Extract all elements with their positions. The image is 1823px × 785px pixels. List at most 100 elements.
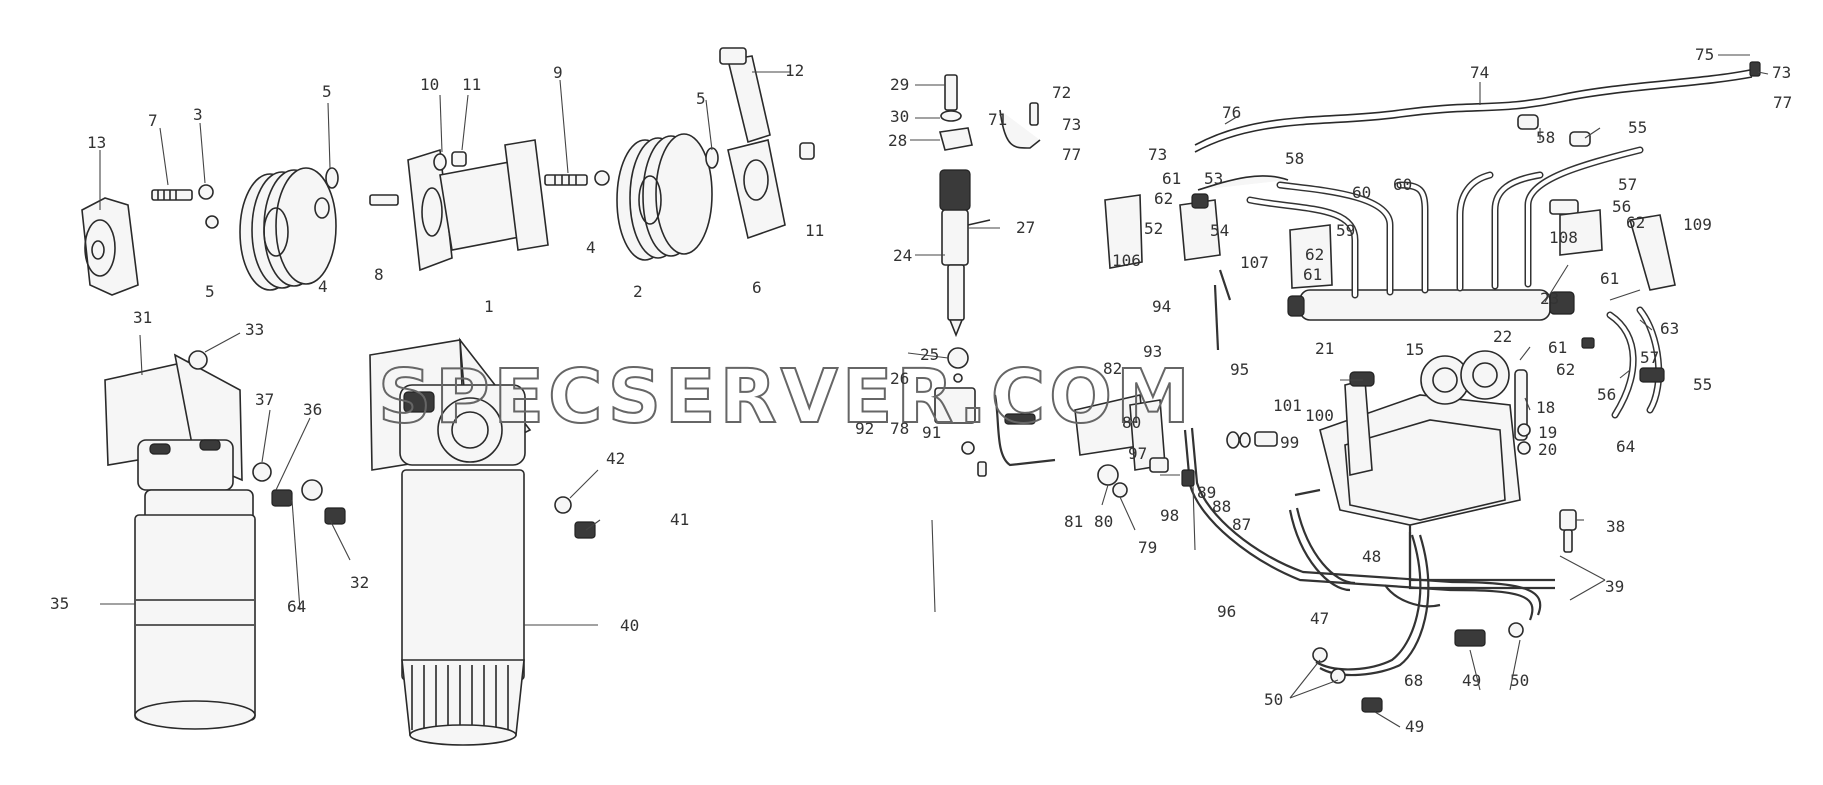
part-label: 36: [303, 400, 322, 419]
part-label: 39: [1605, 577, 1624, 596]
part-label: 61: [1600, 269, 1619, 288]
part-label: 18: [1536, 398, 1555, 417]
supply-pipes: [1074, 394, 1542, 713]
part-label: 94: [1152, 297, 1171, 316]
part-label: 4: [586, 238, 596, 257]
part-label: 62: [1154, 189, 1173, 208]
part-label: 95: [1230, 360, 1249, 379]
part-label: 52: [1144, 219, 1163, 238]
fuel-rail-group: [1104, 61, 1761, 419]
part-label: 108: [1549, 228, 1578, 247]
part-label: 101: [1273, 396, 1302, 415]
part-label: 88: [1212, 497, 1231, 516]
part-label: 58: [1536, 128, 1555, 147]
part-label: 92: [855, 419, 874, 438]
part-label: 57: [1618, 175, 1637, 194]
part-label: 5: [205, 282, 215, 301]
part-label: 82: [1103, 359, 1122, 378]
part-label: 38: [1606, 517, 1625, 536]
part-label: 76: [1222, 103, 1241, 122]
part-label: 96: [1217, 602, 1236, 621]
part-label: 80: [1122, 413, 1141, 432]
part-label: 106: [1112, 251, 1141, 270]
fuel-filter-40: [369, 337, 596, 746]
part-label: 64: [1616, 437, 1635, 456]
high-pressure-pump-15: [1294, 350, 1577, 590]
part-label: 62: [1556, 360, 1575, 379]
part-label: 29: [890, 75, 909, 94]
part-label: 10: [420, 75, 439, 94]
injector-24: [934, 74, 1056, 477]
part-label: 87: [1232, 515, 1251, 534]
part-label: 11: [805, 221, 824, 240]
part-label: 55: [1693, 375, 1712, 394]
part-label: 37: [255, 390, 274, 409]
part-label: 56: [1612, 197, 1631, 216]
part-label: 20: [1538, 440, 1557, 459]
part-label: 24: [893, 246, 912, 265]
part-label: 62: [1305, 245, 1324, 264]
part-label: 77: [1773, 93, 1792, 112]
part-label: 11: [462, 75, 481, 94]
part-label: 41: [670, 510, 689, 529]
part-label: 48: [1362, 547, 1381, 566]
part-label: 27: [1016, 218, 1035, 237]
part-label: 72: [1052, 83, 1071, 102]
part-label: 54: [1210, 221, 1229, 240]
part-label: 5: [322, 82, 332, 101]
part-label: 50: [1510, 671, 1529, 690]
part-label: 62: [1626, 213, 1645, 232]
part-label: 55: [1628, 118, 1647, 137]
part-label: 23: [1540, 289, 1559, 308]
part-label: 49: [1405, 717, 1424, 736]
part-label: 61: [1548, 338, 1567, 357]
part-label: 28: [888, 131, 907, 150]
part-label: 42: [606, 449, 625, 468]
part-label: 73: [1772, 63, 1791, 82]
part-label: 26: [890, 369, 909, 388]
part-label: 15: [1405, 340, 1424, 359]
part-label: 4: [318, 277, 328, 296]
crankshaft-pulley-group: [81, 47, 815, 296]
part-label: 93: [1143, 342, 1162, 361]
part-label: 1: [484, 297, 494, 316]
part-label: 33: [245, 320, 264, 339]
part-label: 35: [50, 594, 69, 613]
part-label: 21: [1315, 339, 1334, 358]
part-label: 30: [890, 107, 909, 126]
part-label: 78: [890, 419, 909, 438]
part-label: 59: [1336, 221, 1355, 240]
part-label: 5: [696, 89, 706, 108]
part-label: 22: [1493, 327, 1512, 346]
part-label: 89: [1197, 483, 1216, 502]
part-label: 19: [1538, 423, 1557, 442]
fuel-filter-35: [104, 350, 346, 730]
part-label: 79: [1138, 538, 1157, 557]
part-label: 3: [193, 105, 203, 124]
part-label: 9: [553, 63, 563, 82]
part-label: 60: [1393, 175, 1412, 194]
part-label: 61: [1303, 265, 1322, 284]
part-label: 32: [350, 573, 369, 592]
part-label: 49: [1462, 671, 1481, 690]
part-label: 64: [287, 597, 306, 616]
part-label: 7: [148, 111, 158, 130]
part-label: 81: [1064, 512, 1083, 531]
leader-lines-right: [1224, 54, 1769, 728]
part-label: 12: [785, 61, 804, 80]
part-label: 80: [1094, 512, 1113, 531]
part-label: 97: [1128, 444, 1147, 463]
part-label: 73: [1062, 115, 1081, 134]
part-label: 71: [988, 110, 1007, 129]
part-label: 53: [1204, 169, 1223, 188]
leader-lines: [99, 71, 1196, 626]
part-label: 13: [87, 133, 106, 152]
part-label: 74: [1470, 63, 1489, 82]
part-label: 107: [1240, 253, 1269, 272]
part-label: 6: [752, 278, 762, 297]
part-label: 75: [1695, 45, 1714, 64]
part-label: 2: [633, 282, 643, 301]
part-label: 99: [1280, 433, 1299, 452]
part-label: 25: [920, 345, 939, 364]
